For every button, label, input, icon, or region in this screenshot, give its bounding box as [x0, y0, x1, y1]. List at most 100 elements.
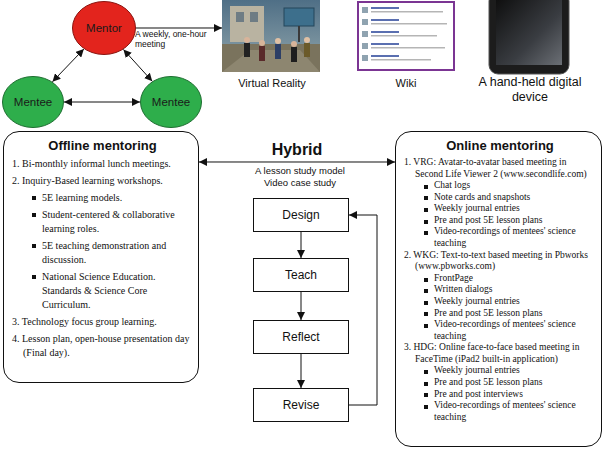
bullet-item: 5E learning models. — [12, 191, 193, 205]
bullet-item: Weekly journal entries — [404, 203, 596, 215]
connector-arrow — [199, 161, 395, 162]
node-label: A hand-held digital device — [478, 75, 582, 104]
list-item: 2. WKG: Text-to-text based meeting in Pb… — [404, 250, 596, 273]
vr-floor — [222, 44, 320, 72]
wiki-avatar — [362, 55, 368, 61]
list-item: 3. Technology focus group learning. — [12, 315, 193, 329]
vr-avatar — [304, 37, 310, 57]
vr-building — [230, 6, 264, 42]
wiki-post — [362, 31, 437, 37]
wiki-screenshot — [358, 2, 454, 70]
bullet-item: FrontPage — [404, 273, 596, 285]
wiki-post — [362, 7, 443, 13]
image-tile: Virtual Reality — [222, 0, 322, 92]
bullet-item: Note cards and snapshots — [404, 192, 596, 204]
panel-heading: Online mentoring — [404, 138, 596, 154]
connector-arrow — [301, 232, 302, 258]
wiki-name — [371, 55, 399, 57]
annotation: Video case study — [235, 178, 365, 189]
avatar-body — [304, 43, 310, 57]
mentoring-panel: Offline mentoring1. Bi-monthly informal … — [3, 131, 199, 383]
wiki-name — [371, 7, 399, 9]
vr-window — [250, 12, 258, 22]
connector-arrow — [301, 292, 302, 320]
wiki-post — [362, 43, 445, 49]
role-circle: Mentee — [2, 76, 64, 128]
wiki-frame — [358, 2, 454, 70]
wiki-line — [371, 59, 431, 61]
avatar-body — [259, 46, 265, 61]
avatar-head — [259, 40, 265, 46]
wiki-avatar — [362, 19, 368, 25]
list-item: 1. VRG: Avatar-to-avatar based meeting i… — [404, 157, 596, 180]
bullet-item: Pre and post interviews — [404, 389, 596, 401]
bullet-item: Weekly journal entries — [404, 365, 596, 377]
bullet-item: Video-recordings of mentees' science tea… — [404, 226, 596, 249]
circle-shape — [3, 77, 64, 128]
node-label: Teach — [285, 268, 317, 282]
vr-sign-post — [298, 26, 300, 42]
role-circle: Mentor — [72, 1, 136, 55]
wiki-name — [371, 19, 399, 21]
bullet-item: Pre and post 5E lesson plans — [404, 308, 596, 320]
circle-shape — [73, 2, 136, 55]
bullet-item: Pre and post 5E lesson plans — [404, 377, 596, 389]
bullet-item: Weekly journal entries — [404, 296, 596, 308]
vr-window — [236, 12, 244, 22]
node-label: Reflect — [282, 330, 319, 344]
wiki-name — [371, 43, 399, 45]
wiki-post — [362, 55, 431, 61]
avatar-body — [244, 43, 250, 57]
bullet-item: Written dialogs — [404, 284, 596, 296]
avatar-body — [275, 44, 281, 59]
wiki-name — [371, 31, 399, 33]
wiki-post — [362, 19, 447, 25]
bullet-item: Student-centered & collaborative learnin… — [12, 208, 193, 236]
bullet-item: Pre and post 5E lesson plans — [404, 215, 596, 227]
process-box: Design — [253, 198, 349, 232]
node-label: Virtual Reality — [238, 77, 306, 90]
connector-arrow — [136, 27, 222, 28]
wiki-line — [371, 47, 445, 49]
tablet-screen — [496, 0, 562, 65]
node-label: Revise — [283, 398, 320, 412]
node-label: Mentee — [14, 96, 52, 108]
bullet-item: Video-recordings of mentees' science tea… — [404, 319, 596, 342]
vr-avatar — [259, 40, 265, 61]
panel-heading: Offline mentoring — [12, 138, 193, 154]
vr-avatar — [291, 41, 297, 62]
avatar-head — [291, 41, 297, 47]
avatar-head — [304, 37, 310, 43]
vr-avatar — [275, 38, 281, 59]
vr-sign — [284, 8, 314, 26]
avatar-body — [291, 47, 297, 62]
circle-shape — [141, 77, 202, 128]
role-circle: Mentee — [140, 76, 202, 128]
wiki-avatar — [362, 7, 368, 13]
process-box: Reflect — [253, 320, 349, 354]
bullet-item: 5E teaching demonstration and discussion… — [12, 239, 193, 267]
bullet-item: National Science Education. Standards & … — [12, 270, 193, 312]
image-tile: A hand-held digital device — [478, 0, 582, 106]
vr-sky — [222, 0, 320, 72]
edge-label: A weekly, one-hour meeting — [135, 30, 223, 50]
node-label: Mentee — [152, 96, 190, 108]
avatar-head — [275, 38, 281, 44]
wiki-line — [371, 23, 447, 25]
node-label: Wiki — [396, 77, 417, 90]
mentoring-panel: Online mentoring 1. VRG: Avatar-to-avatar… — [395, 131, 602, 447]
vr-avatar — [244, 37, 250, 57]
connector-arrow — [64, 102, 140, 103]
process-box: Revise — [253, 388, 349, 422]
annotation: A lesson study model — [235, 166, 365, 177]
connector-arrow — [349, 215, 377, 405]
image-tile: Wiki — [357, 0, 455, 92]
tablet-bezel — [489, 0, 569, 74]
node-label: Design — [282, 208, 319, 222]
virtual-reality-scene — [222, 0, 320, 72]
bullet-item: Video-recordings of mentees' science tea… — [404, 400, 596, 423]
connector-arrow — [52, 49, 83, 82]
